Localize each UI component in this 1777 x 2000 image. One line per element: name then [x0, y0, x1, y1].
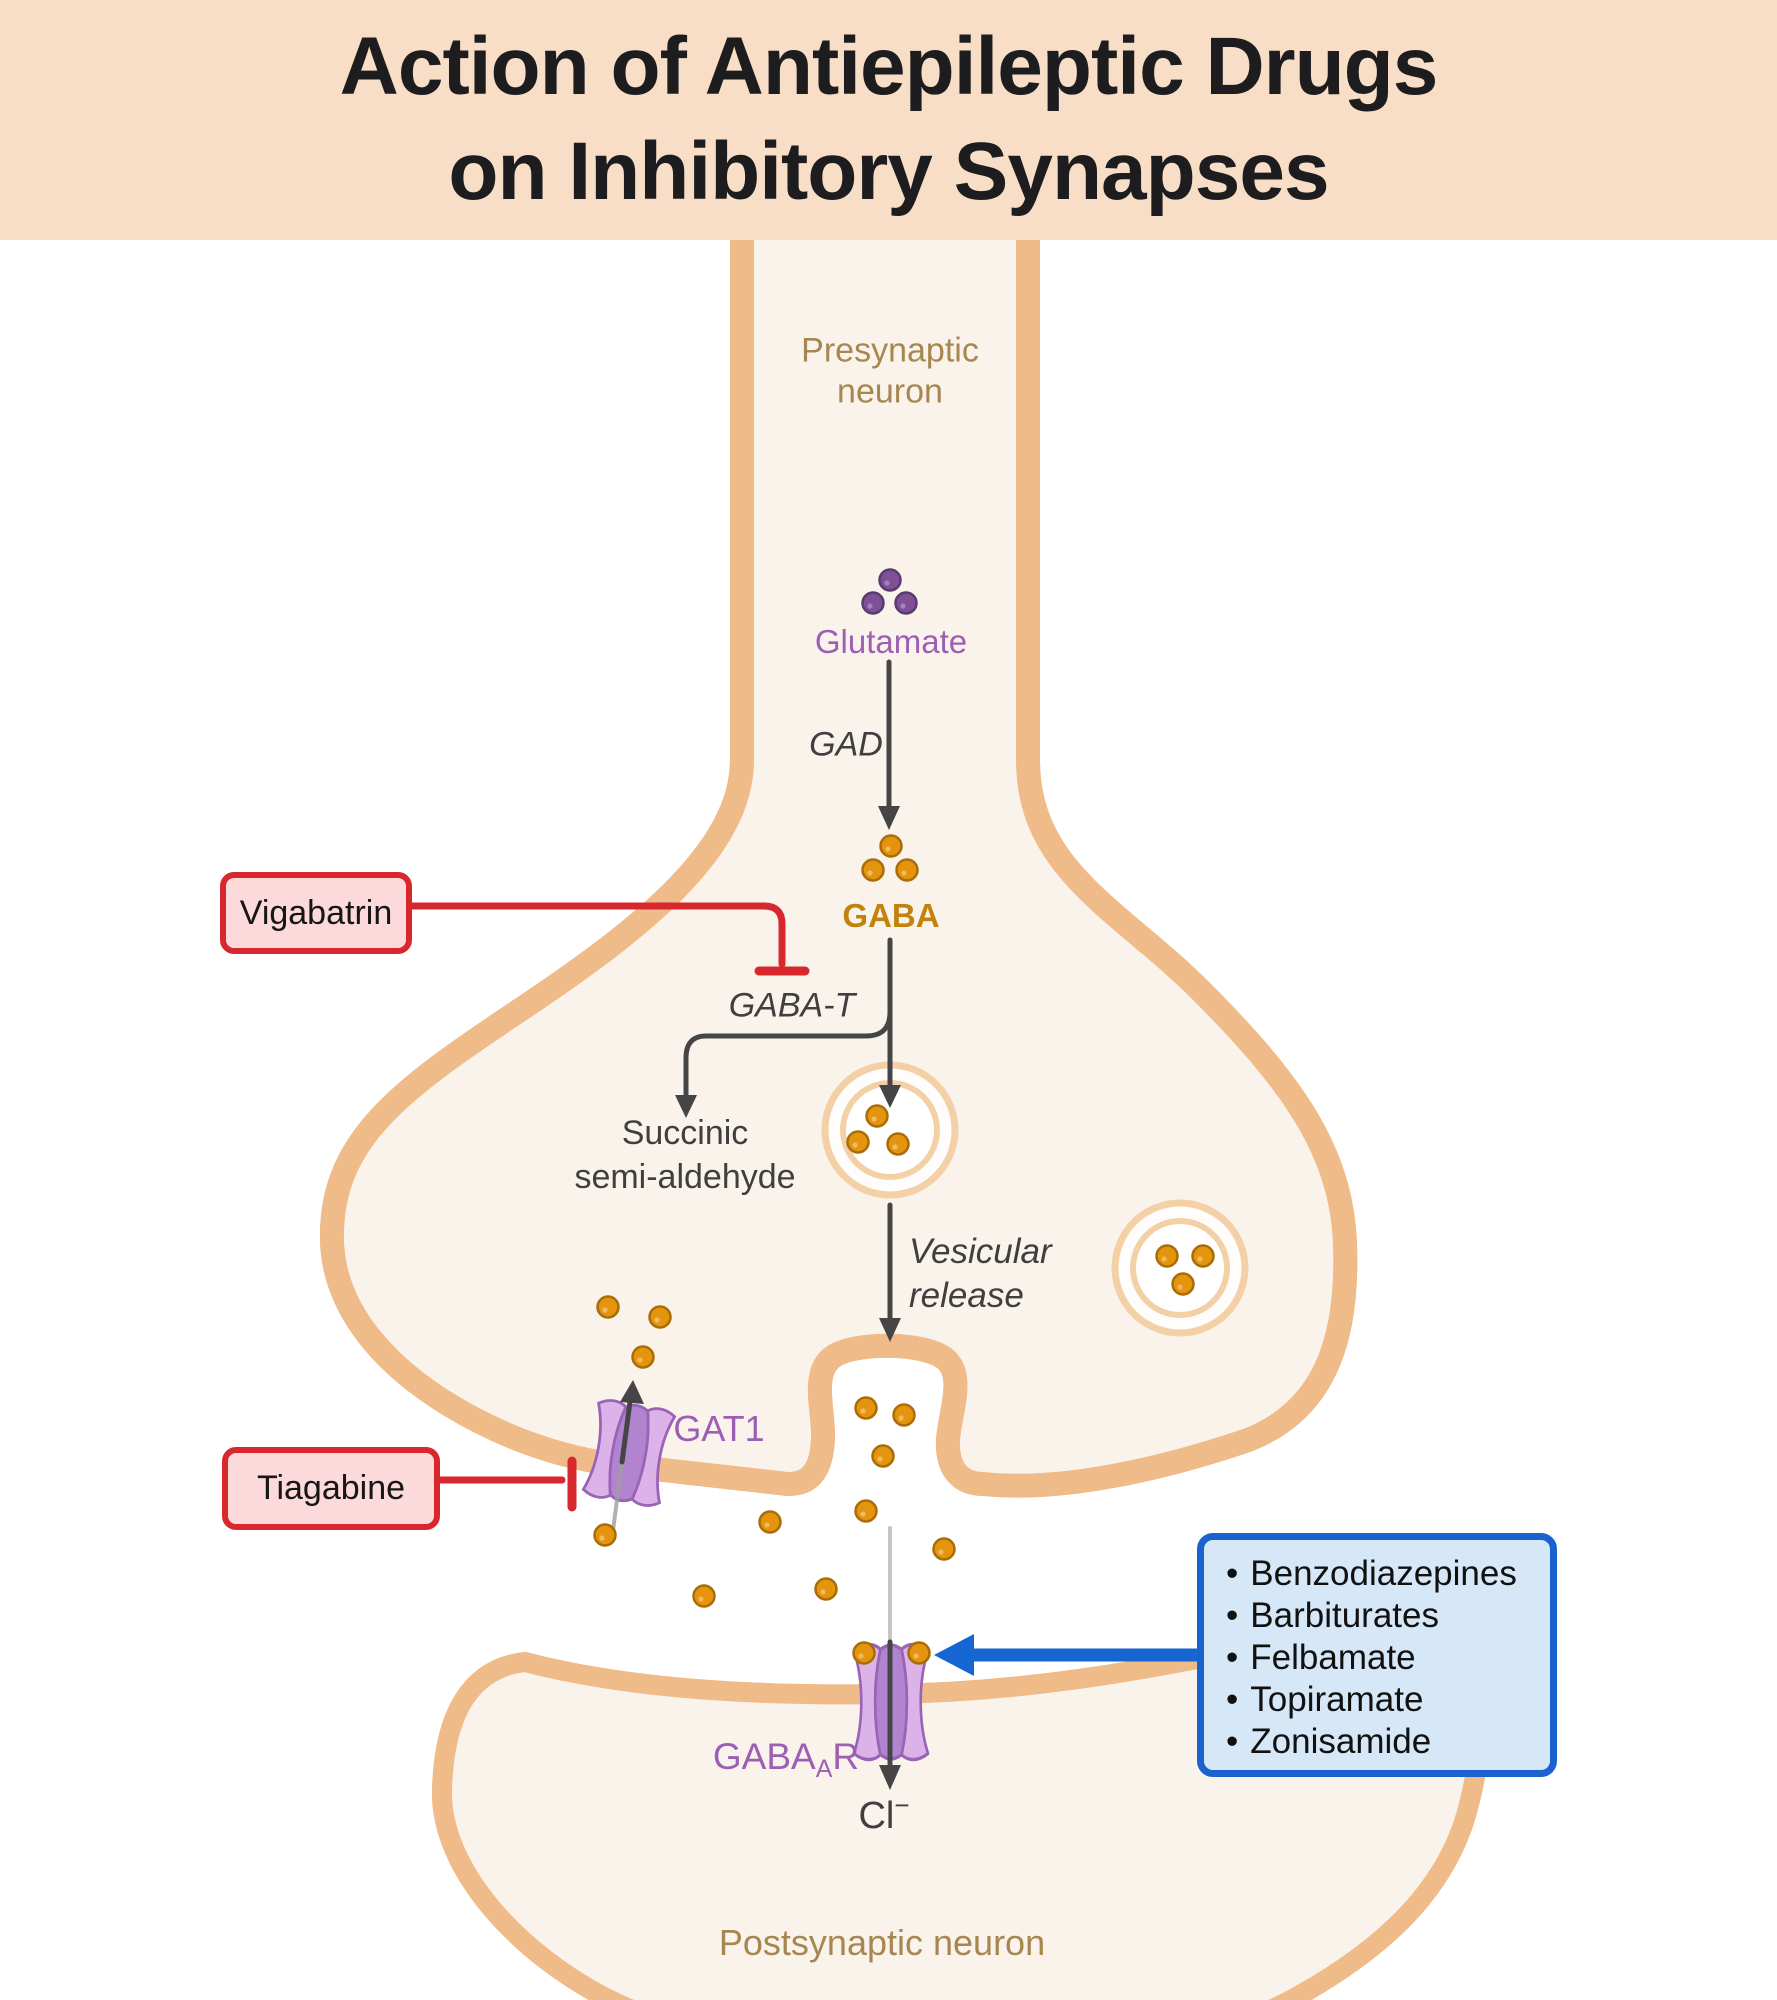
drug-name: Benzodiazepines — [1250, 1554, 1517, 1593]
gad-enzyme-label: GAD — [809, 725, 883, 764]
drug-list-item: • Topiramate — [1226, 1679, 1540, 1721]
chloride-flow-arrow — [879, 1526, 901, 1790]
drug-name: Felbamate — [1250, 1638, 1416, 1677]
vesicular-release-label: Vesicular release — [909, 1231, 1052, 1315]
succinic-semialdehyde-label: Succinic semi-aldehyde — [574, 1114, 796, 1196]
drug-list-item: • Zonisamide — [1226, 1721, 1540, 1763]
gabaar-subscript: A — [815, 1755, 833, 1783]
vigabatrin-drug-box: Vigabatrin — [220, 872, 412, 954]
drug-list-item: • Benzodiazepines — [1226, 1553, 1540, 1595]
gabaa-receptor-label: GABAAR — [713, 1736, 859, 1784]
modulator-arrow — [934, 1634, 1199, 1676]
drug-list-item: • Barbiturates — [1226, 1595, 1540, 1637]
postsynaptic-neuron-label: Postsynaptic neuron — [718, 1922, 1046, 1964]
drug-name: Zonisamide — [1250, 1722, 1432, 1761]
chloride-base-text: Cl — [858, 1795, 895, 1837]
bullet-icon: • — [1226, 1596, 1239, 1635]
gat1-label: GAT1 — [673, 1408, 765, 1450]
bullet-icon: • — [1226, 1638, 1239, 1677]
tiagabine-drug-box: Tiagabine — [222, 1447, 440, 1530]
tiagabine-inhibition-line — [424, 1456, 577, 1512]
vigabatrin-label: Vigabatrin — [239, 893, 393, 932]
gaba-label: GABA — [842, 896, 940, 934]
title-banner: Action of Antiepileptic Drugs on Inhibit… — [0, 0, 1777, 240]
presynaptic-neuron-label: Presynaptic neuron — [801, 331, 979, 411]
presynaptic-neuron-shape — [332, 158, 1345, 1486]
drug-name: Topiramate — [1250, 1680, 1424, 1719]
vigabatrin-inhibition-line — [396, 902, 810, 976]
bullet-icon: • — [1226, 1680, 1239, 1719]
gabaar-base-text: GABA — [712, 1736, 816, 1777]
page-title: Action of Antiepileptic Drugs on Inhibit… — [339, 21, 1439, 217]
gat1-reuptake-arrow — [610, 1380, 644, 1540]
chloride-label: Cl− — [858, 1790, 909, 1838]
drug-list-item: • Felbamate — [1226, 1637, 1540, 1679]
tiagabine-label: Tiagabine — [256, 1469, 406, 1507]
gaba-molecules-cleft — [692, 1499, 956, 1608]
gaba-molecules-release-pocket — [854, 1396, 916, 1468]
chloride-charge-sign: − — [894, 1790, 910, 1820]
gaba-vesicle-right — [1111, 1199, 1249, 1337]
receptor-modulators-box: • Benzodiazepines • Barbiturates • Felba… — [1197, 1533, 1557, 1777]
gaba-t-enzyme-label: GABA-T — [728, 986, 856, 1025]
bullet-icon: • — [1226, 1554, 1239, 1593]
bullet-icon: • — [1226, 1722, 1239, 1761]
drug-name: Barbiturates — [1250, 1596, 1439, 1635]
pathway-arrows — [675, 659, 901, 1342]
glutamate-label: Glutamate — [814, 622, 968, 660]
gabaar-suffix-text: R — [832, 1736, 860, 1777]
